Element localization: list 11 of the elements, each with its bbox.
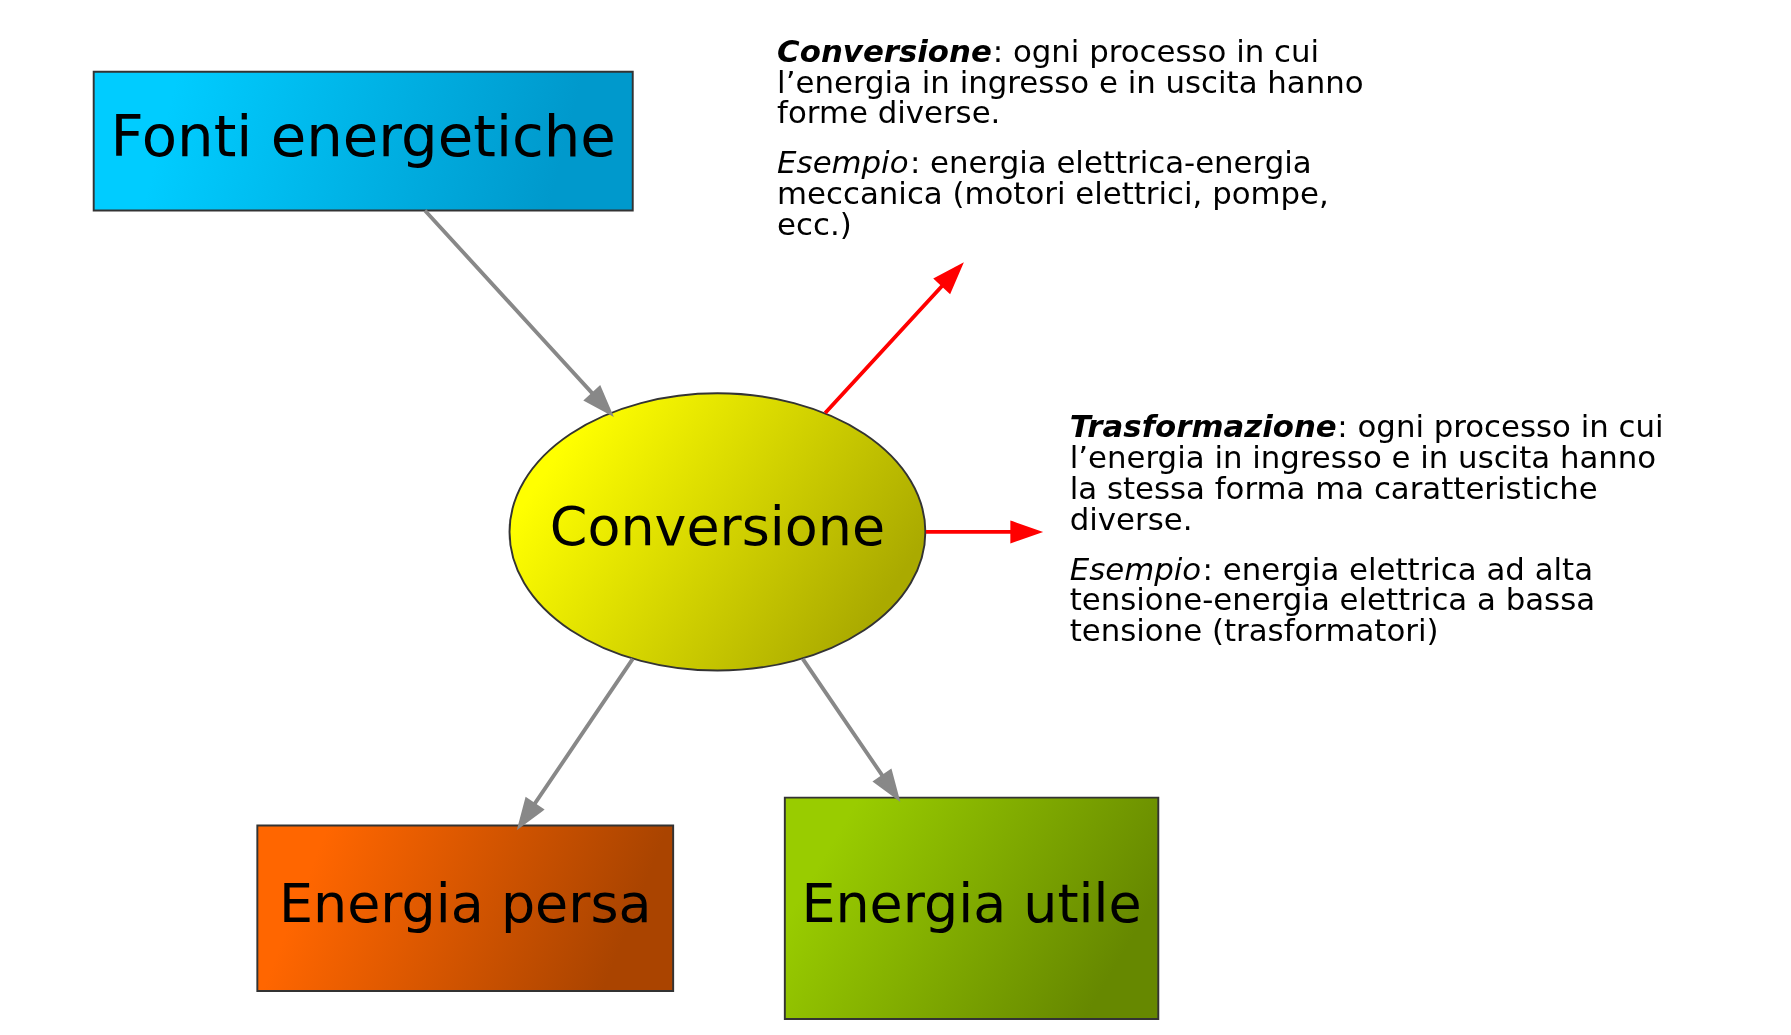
- node-box: Energia persa: [255, 824, 674, 993]
- node-text: Conversione: ogni processo in cui l’energia in ingresso e in uscita hanno forme diverse. Esempio: energia elettrica-energia meccanica (motori elettrici, pompe, ecc.): [776, 32, 1364, 243]
- node-text: Trasformazione: ogni processo in cui l’energia in ingresso e in uscita hanno la stessa forma ma caratteristiche diverse. Esempio: energia elettrica ad alta tensione-energia elettrica a bassa tensione (trasformatori): [1069, 408, 1664, 649]
- arrow: [823, 262, 964, 415]
- node-ellipse: Conversione: [508, 392, 926, 672]
- arrow: [800, 657, 900, 803]
- node-box: Fonti energetiche: [92, 70, 634, 212]
- arrow: [925, 520, 1043, 544]
- arrow: [516, 657, 634, 831]
- node-box: Energia utile: [783, 796, 1159, 1020]
- arrow: [423, 209, 614, 417]
